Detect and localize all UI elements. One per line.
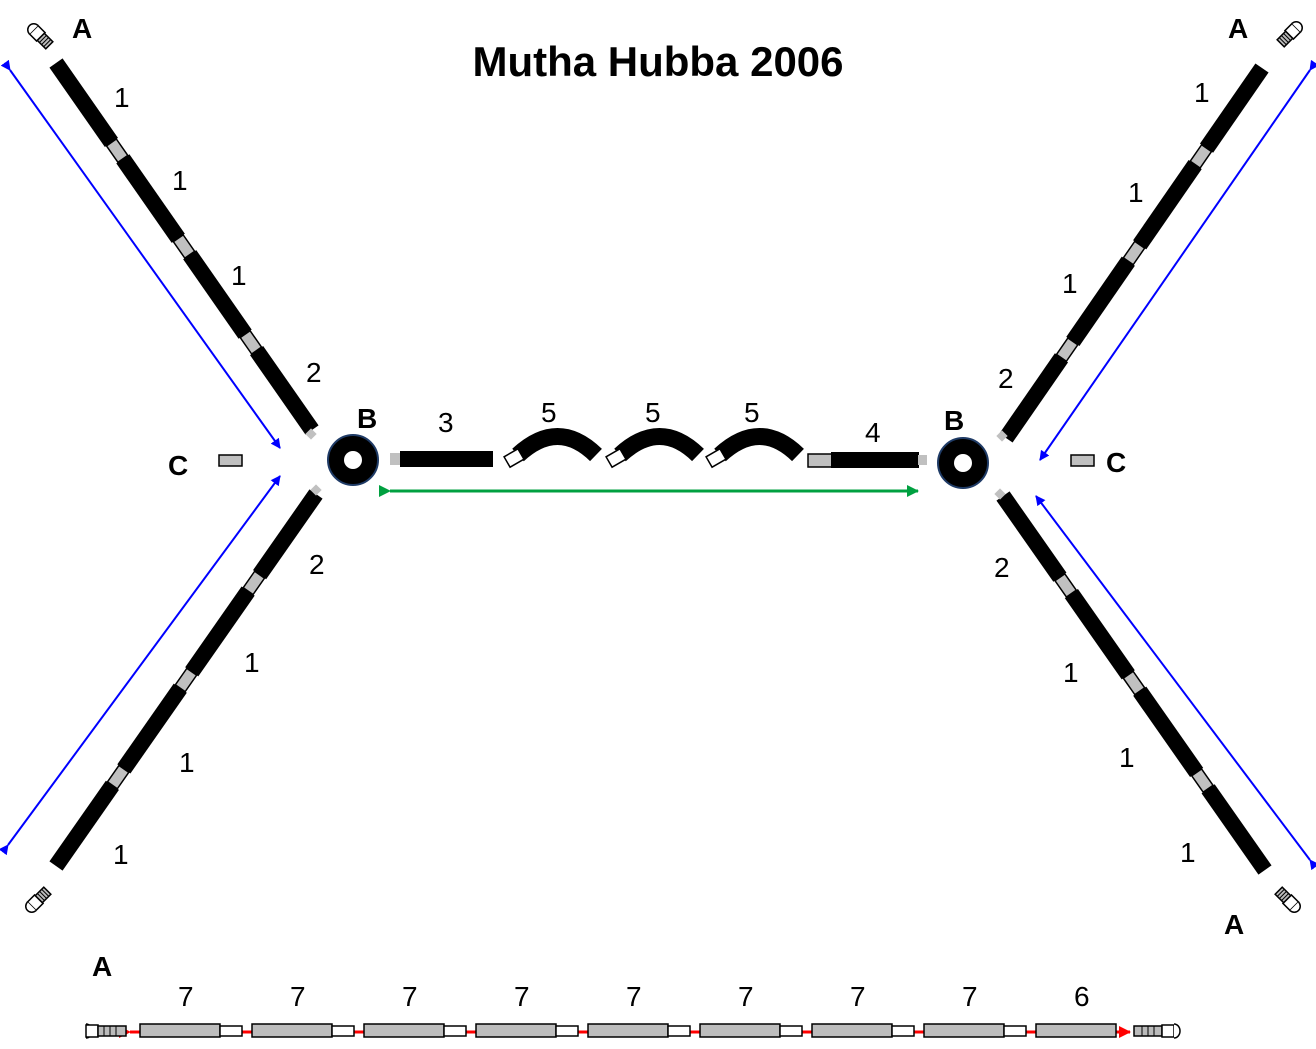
segment-label-bottom-pole: 7	[962, 981, 978, 1012]
segment-label-ridge: 5	[541, 397, 557, 428]
bottom-pole	[85, 1023, 1181, 1039]
segment-label-bottom-left: 1	[179, 747, 195, 778]
bottom-pole-segment	[1035, 1023, 1117, 1038]
segment-label-top-left: 1	[172, 165, 188, 196]
label-c-left: C	[168, 450, 188, 481]
segment-label-bottom-pole: 7	[850, 981, 866, 1012]
segment-label-ridge: 3	[438, 407, 454, 438]
bottom-pole-ferrule	[555, 1025, 579, 1037]
leg-length-arrow	[0, 59, 281, 449]
arm-top-left	[49, 58, 319, 435]
segment-label-ridge: 5	[744, 397, 760, 428]
bottom-pole-segment	[587, 1023, 669, 1038]
label-a-bottom-right: A	[1224, 909, 1244, 940]
hub-stub	[305, 428, 317, 440]
bottom-pole-segment	[699, 1023, 781, 1038]
segment-label-top-right: 1	[1128, 177, 1144, 208]
label-b-right: B	[944, 405, 964, 436]
top-left-segment	[49, 58, 118, 148]
hub-right	[937, 437, 989, 489]
bottom-pole-segment	[139, 1023, 221, 1038]
segment-label-top-right: 1	[1194, 77, 1210, 108]
segment-label-bottom-pole: 7	[626, 981, 642, 1012]
label-a-bottom-pole: A	[92, 951, 112, 982]
ridge-segment-5	[705, 428, 804, 469]
leg-length-arrow	[0, 475, 281, 856]
leg-length-arrow	[1035, 495, 1316, 871]
segment-label-top-left: 1	[231, 260, 247, 291]
bottom-pole-segment	[363, 1023, 445, 1038]
segment-label-bottom-right: 1	[1180, 837, 1196, 868]
top-right-segment	[1199, 63, 1269, 153]
segment-label-bottom-left: 1	[113, 839, 129, 870]
bottom-pole-segment	[251, 1023, 333, 1038]
bottom-pole-ferrule	[219, 1025, 243, 1037]
bottom-pole-ferrule	[443, 1025, 467, 1037]
label-c-right: C	[1106, 447, 1126, 478]
pole-end-right-icon	[1133, 1023, 1181, 1039]
hub-stub	[994, 488, 1006, 500]
pole-end-left-icon	[85, 1023, 127, 1039]
pole-tip-icon	[25, 886, 52, 913]
arm-bottom-right	[996, 491, 1272, 875]
label-a-top-right: A	[1228, 13, 1248, 44]
segment-label-bottom-left: 1	[244, 647, 260, 678]
arm-top-right	[999, 63, 1269, 443]
segment-label-ridge: 4	[865, 417, 881, 448]
ridge-segment-4	[831, 452, 919, 468]
segment-label-bottom-right: 1	[1063, 657, 1079, 688]
segment-label-bottom-pole: 7	[738, 981, 754, 1012]
diagram-title: Mutha Hubba 2006	[472, 38, 844, 85]
bottom-left-segment	[117, 683, 187, 774]
ridge-stub	[390, 453, 402, 465]
segment-label-bottom-left: 2	[309, 549, 325, 580]
bottom-pole-ferrule	[331, 1025, 355, 1037]
segment-label-top-left: 2	[306, 357, 322, 388]
segment-label-bottom-pole: 6	[1074, 981, 1090, 1012]
pole-tip-icon	[1274, 886, 1301, 913]
segment-label-top-right: 2	[998, 363, 1014, 394]
pole-tip-icon	[27, 23, 54, 50]
ridge-pole	[390, 428, 927, 469]
bottom-pole-ferrule	[891, 1025, 915, 1037]
hub-stub	[310, 484, 322, 496]
bottom-pole-segment	[475, 1023, 557, 1038]
ridge-segment-3	[400, 451, 493, 467]
bottom-right-segment	[1133, 686, 1204, 777]
segment-label-ridge: 5	[645, 397, 661, 428]
bottom-pole-ferrule	[1003, 1025, 1027, 1037]
spare-ferrule-right	[1070, 454, 1095, 467]
ridge-segment-5	[605, 428, 704, 469]
segment-label-bottom-pole: 7	[290, 981, 306, 1012]
bottom-pole-segment	[923, 1023, 1005, 1038]
segment-label-bottom-pole: 7	[402, 981, 418, 1012]
spare-ferrule-left	[218, 454, 243, 467]
segment-label-top-left: 1	[114, 82, 130, 113]
hub-stub	[996, 430, 1008, 442]
bottom-pole-segment	[811, 1023, 893, 1038]
leg-length-arrow	[1039, 59, 1316, 461]
pole-tip-icon	[1276, 21, 1303, 48]
bottom-pole-ferrule	[779, 1025, 803, 1037]
bottom-pole-ferrule	[667, 1025, 691, 1037]
label-b-left: B	[357, 403, 377, 434]
segment-label-top-right: 1	[1062, 268, 1078, 299]
ridge-stub	[918, 455, 927, 465]
arm-bottom-left	[49, 489, 323, 871]
hub-left	[327, 434, 379, 486]
ridge-segment-5	[503, 428, 602, 469]
bottom-right-segment	[1201, 784, 1272, 875]
segment-label-bottom-pole: 7	[178, 981, 194, 1012]
ridge-ferrule	[807, 453, 833, 468]
bottom-left-segment	[49, 780, 119, 871]
segment-label-bottom-pole: 7	[514, 981, 530, 1012]
segment-label-bottom-right: 1	[1119, 742, 1135, 773]
segment-label-bottom-right: 2	[994, 552, 1010, 583]
label-a-top-left: A	[72, 13, 92, 44]
